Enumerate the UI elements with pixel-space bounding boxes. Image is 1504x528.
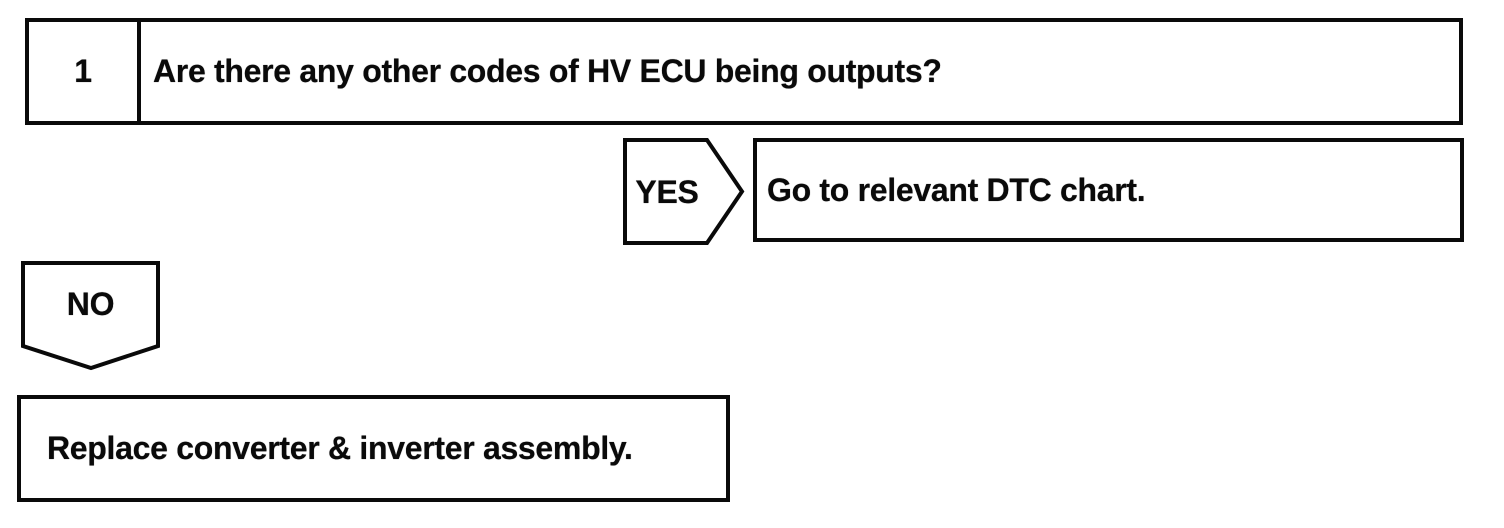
no-result-text: Replace converter & inverter assembly. xyxy=(47,430,633,466)
no-pentagon-outline xyxy=(21,261,160,371)
step-question-cell: Are there any other codes of HV ECU bein… xyxy=(141,22,1459,121)
yes-result-box: Go to relevant DTC chart. xyxy=(753,138,1464,242)
yes-result-text: Go to relevant DTC chart. xyxy=(767,171,1146,208)
yes-pentagon-outline xyxy=(623,138,745,245)
step-1-box: 1 Are there any other codes of HV ECU be… xyxy=(25,18,1463,125)
step-question: Are there any other codes of HV ECU bein… xyxy=(153,53,942,89)
no-connector: NO xyxy=(21,261,162,372)
step-number: 1 xyxy=(74,53,92,89)
no-result-box: Replace converter & inverter assembly. xyxy=(17,395,730,502)
yes-connector: YES xyxy=(623,138,746,247)
step-number-cell: 1 xyxy=(29,22,141,121)
yes-pentagon-icon xyxy=(623,138,745,245)
no-pentagon-icon xyxy=(21,261,160,371)
